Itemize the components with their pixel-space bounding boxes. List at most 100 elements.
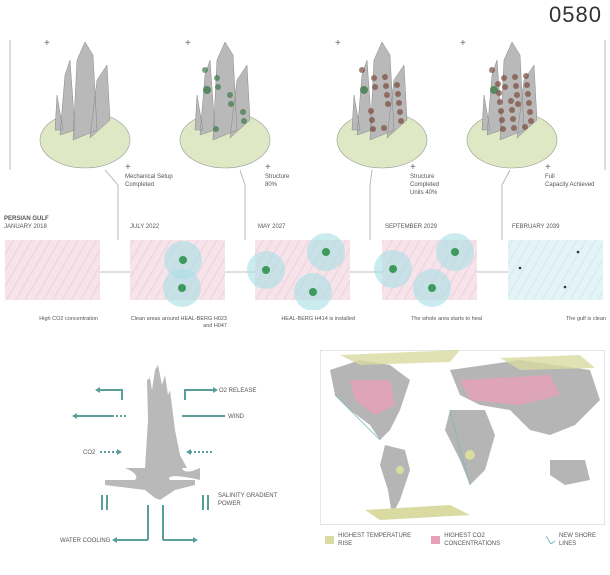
vegetation-mark — [228, 101, 234, 107]
vegetation-mark — [227, 92, 233, 98]
vegetation-mark — [368, 108, 374, 114]
vegetation-mark — [359, 67, 365, 73]
vegetation-mark — [397, 109, 403, 115]
tower-stage-1 — [39, 41, 131, 169]
vegetation-mark — [515, 101, 521, 107]
legend-item: HIGHEST TEMPERATURE RISE — [325, 532, 419, 548]
vegetation-mark — [522, 124, 528, 130]
stage-caption-3: +Structure Completed Units 40% — [410, 162, 440, 196]
vegetation-mark — [523, 73, 529, 79]
date-label: JANUARY 2018 — [4, 224, 47, 230]
heal-berg-unit — [428, 284, 436, 292]
tower-stage-3 — [336, 41, 428, 169]
heal-berg-unit — [389, 265, 397, 273]
vegetation-mark — [383, 83, 389, 89]
vegetation-mark — [398, 118, 404, 124]
vegetation-mark — [526, 100, 532, 106]
legend-label: NEW SHORE LINES — [558, 533, 596, 547]
stage-caption-1: +Mechanical Setup Completed — [125, 162, 173, 188]
tower-stage-2 — [179, 41, 271, 169]
vegetation-mark — [202, 67, 208, 73]
date-label: JULY 2022 — [130, 224, 160, 230]
vegetation-mark — [528, 118, 534, 124]
heal-berg-unit — [179, 256, 187, 264]
heal-berg-unit — [309, 288, 317, 296]
vegetation-mark — [381, 125, 387, 131]
vegetation-mark — [215, 84, 221, 90]
timeline-note: Clean areas around HEAL-BERG H023 and H0… — [130, 316, 227, 329]
legend-label: HIGHEST CO2 CONCENTRATIONS — [444, 533, 501, 547]
vegetation-mark — [214, 75, 220, 81]
heal-berg-unit — [322, 248, 330, 256]
shore-line-icon — [545, 536, 555, 544]
map-panel-2039 — [508, 240, 603, 300]
timeline-note: The gulf is clean — [565, 316, 606, 322]
label-salinity: SALINITY GRADIENT POWER — [218, 493, 278, 507]
timeline-note: High CO2 concentration — [39, 316, 98, 322]
vegetation-mark — [508, 98, 514, 104]
label-o2-release: O2 RELEASE — [219, 388, 257, 394]
plus-icon: + — [44, 38, 50, 49]
legend-label: HIGHEST TEMPERATURE RISE — [338, 533, 412, 547]
plus-icon: + — [185, 38, 191, 49]
legend-swatch — [325, 536, 335, 544]
heal-berg-unit — [451, 248, 459, 256]
plus-icon: + — [460, 38, 466, 49]
legend-item: HIGHEST CO2 CONCENTRATIONS — [431, 532, 534, 548]
vegetation-mark — [396, 100, 402, 106]
vegetation-mark — [512, 74, 518, 80]
date-label: MAY 2027 — [258, 224, 286, 230]
label-co2: CO2 — [83, 450, 96, 456]
timeline-maps — [5, 233, 603, 310]
label-water-cooling: WATER COOLING — [60, 538, 111, 544]
vegetation-mark — [513, 83, 519, 89]
heal-berg-unit — [262, 266, 270, 274]
date-label: FEBRUARY 2039 — [512, 224, 560, 230]
vegetation-mark — [497, 99, 503, 105]
vegetation-mark — [489, 67, 495, 73]
vegetation-mark — [500, 126, 506, 132]
tower-stages — [9, 40, 606, 240]
vegetation-mark — [501, 75, 507, 81]
vegetation-mark — [495, 81, 501, 87]
vegetation-mark — [241, 118, 247, 124]
vegetation-mark — [213, 126, 219, 132]
legend-item: NEW SHORE LINES — [545, 532, 610, 548]
vegetation-mark — [527, 109, 533, 115]
vegetation-mark — [499, 117, 505, 123]
vegetation-mark — [384, 92, 390, 98]
vegetation-mark — [372, 84, 378, 90]
vegetation-mark — [510, 116, 516, 122]
legend-swatch — [431, 536, 441, 544]
vegetation-mark — [240, 109, 246, 115]
vegetation-mark — [371, 75, 377, 81]
region-title: PERSIAN GULF — [4, 216, 49, 222]
map-legend: HIGHEST TEMPERATURE RISE HIGHEST CO2 CON… — [325, 532, 610, 548]
vegetation-mark — [394, 82, 400, 88]
date-label: SEPTEMBER 2029 — [385, 224, 438, 230]
vegetation-mark — [369, 117, 375, 123]
map-panel-2018 — [5, 240, 100, 300]
vegetation-mark — [370, 126, 376, 132]
vegetation-mark — [385, 101, 391, 107]
world-map — [320, 350, 605, 525]
vegetation-mark — [524, 82, 530, 88]
plus-icon: + — [335, 38, 341, 49]
stage-caption-4: +Full Capacity Achieved — [545, 162, 595, 188]
vegetation-mark — [509, 107, 515, 113]
timeline-note: The whole area starts to heal — [411, 316, 482, 322]
tower-section-diagram — [72, 365, 225, 543]
timeline-note: HEAL-BERG H414 is installed — [281, 316, 355, 322]
vegetation-mark — [511, 125, 517, 131]
label-wind: WIND — [228, 414, 244, 420]
vegetation-mark — [525, 91, 531, 97]
vegetation-mark — [395, 91, 401, 97]
tower-stage-4 — [466, 41, 558, 169]
page-number: 0580 — [549, 2, 602, 27]
vegetation-mark — [382, 74, 388, 80]
vegetation-mark — [502, 84, 508, 90]
heal-berg-unit — [178, 284, 186, 292]
vegetation-mark — [498, 108, 504, 114]
stage-caption-2: +Structure 80% — [265, 162, 290, 188]
